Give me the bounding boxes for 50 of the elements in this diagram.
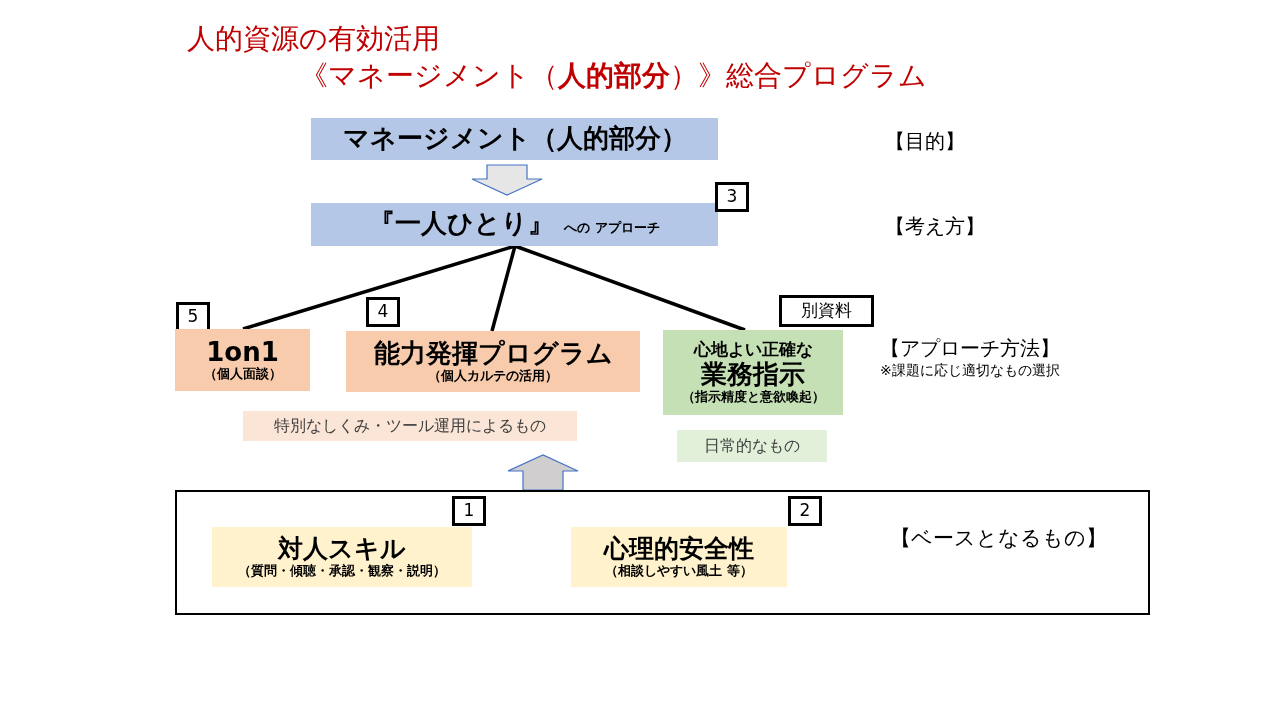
box-subtitle: （指示精度と意欲喚起）	[681, 389, 825, 405]
box-title: 1on1	[206, 337, 279, 367]
number-badge	[176, 302, 210, 332]
approach-box	[346, 331, 640, 392]
heading-box	[311, 118, 718, 160]
badge-number: 5	[187, 307, 199, 327]
box-subtitle: への アプローチ	[564, 221, 660, 236]
connector-line	[242, 244, 516, 331]
approach-box	[175, 329, 310, 391]
number-badge	[452, 496, 486, 526]
base-frame	[175, 490, 1150, 615]
box-title: 能力発揮プログラム	[373, 339, 613, 369]
box-title: 日常的なもの	[704, 436, 800, 456]
number-badge	[788, 496, 822, 526]
title: 人的資源の有効活用	[187, 21, 440, 57]
box-title: 【ベースとなるもの】	[890, 526, 1107, 551]
block-arrow	[471, 164, 543, 196]
base-box	[212, 527, 472, 587]
number-badge	[779, 295, 874, 327]
box-title: 心地よい正確な	[693, 340, 813, 360]
number-badge	[715, 182, 749, 212]
box-subtitle: 業務指示	[701, 359, 805, 389]
subtitle: 《マネージメント（人的部分）》総合プログラム	[300, 58, 927, 94]
box-subtitle: （個人カルテの活用）	[428, 368, 558, 384]
box-title: 特別なしくみ・ツール運用によるもの	[274, 416, 546, 436]
box-title: 心理的安全性	[604, 535, 754, 564]
badge-number: 1	[463, 501, 475, 521]
side-label: 【考え方】	[885, 213, 985, 240]
base-box	[571, 527, 787, 587]
box-subtitle: （相談しやすい風土 等）	[605, 563, 753, 579]
side-label: 【目的】	[885, 128, 965, 155]
category-band	[677, 430, 827, 462]
box-title: 対人スキル	[278, 535, 406, 564]
badge-number: 4	[377, 302, 389, 322]
box-title: 『一人ひとり』	[369, 209, 555, 239]
connector-line	[514, 244, 746, 332]
badge-number: 3	[726, 187, 738, 207]
note: ※課題に応じ適切なもの選択	[880, 362, 1060, 380]
heading-box	[311, 203, 718, 246]
approach-box	[663, 330, 843, 415]
block-arrow	[507, 454, 579, 491]
badge-number: 2	[799, 501, 811, 521]
side-label: 【アプローチ方法】	[880, 335, 1060, 362]
connector-line	[490, 245, 517, 332]
box-subtitle: （質問・傾聴・承認・観察・説明）	[238, 563, 446, 579]
category-band	[243, 411, 577, 441]
number-badge	[366, 297, 400, 327]
badge-number: 別資料	[801, 301, 852, 321]
box-title: マネージメント（人的部分）	[342, 124, 687, 154]
box-subtitle: （個人面談）	[203, 367, 282, 383]
